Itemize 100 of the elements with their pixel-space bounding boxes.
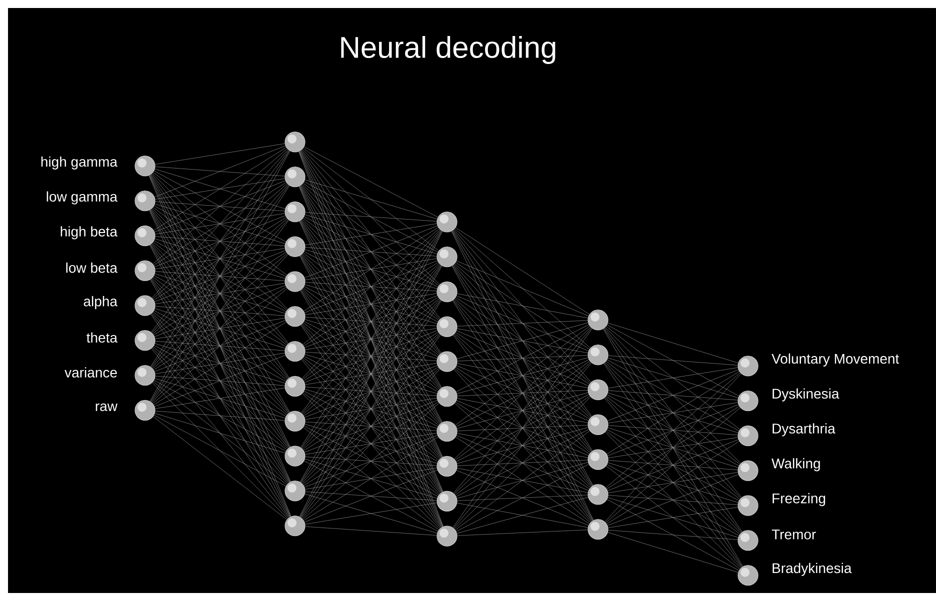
input-label: high beta — [60, 226, 118, 240]
connection-line — [151, 278, 289, 448]
connection-line — [303, 182, 439, 286]
connection-line — [456, 330, 589, 386]
connection-line — [154, 204, 286, 244]
connection-line — [304, 436, 438, 521]
connection-line — [456, 324, 589, 392]
connection-line — [456, 394, 589, 462]
connection-line — [454, 228, 590, 348]
connection-line — [608, 530, 738, 540]
connection-line — [154, 250, 286, 302]
connection-line — [304, 319, 438, 359]
connection-line — [304, 458, 438, 498]
connection-line — [606, 406, 740, 490]
connection-line — [152, 173, 288, 310]
input-label: theta — [86, 332, 118, 343]
neuron-sphere — [284, 410, 306, 432]
connection-line — [155, 306, 285, 316]
connection-line — [606, 372, 740, 488]
connection-line — [152, 183, 288, 300]
connection-line — [456, 294, 588, 318]
connection-line — [608, 390, 738, 400]
connection-line — [152, 312, 288, 449]
output-label: Voluntary Movement — [772, 353, 900, 366]
connection-line — [305, 212, 437, 222]
connection-line — [608, 367, 738, 388]
connection-line — [304, 424, 438, 464]
connection-line — [154, 285, 286, 337]
connection-line — [155, 410, 285, 421]
connection-line — [606, 464, 740, 536]
connection-line — [608, 392, 738, 433]
connection-line — [457, 460, 588, 466]
connection-line — [304, 295, 438, 348]
connection-line — [303, 288, 439, 390]
connection-line — [304, 460, 438, 532]
connection-line — [304, 251, 438, 322]
connection-line — [154, 168, 286, 209]
connection-line — [154, 170, 286, 242]
neuron-sphere — [284, 201, 306, 222]
connection-line — [152, 276, 288, 380]
connection-line — [152, 172, 288, 276]
input-label: low beta — [66, 262, 118, 273]
connection-line — [154, 415, 286, 486]
connection-line — [606, 371, 740, 454]
connection-line — [606, 394, 740, 466]
connection-line — [456, 497, 588, 534]
connection-line — [305, 468, 438, 490]
connection-line — [305, 328, 438, 350]
connection-line — [608, 497, 738, 538]
connection-line — [301, 184, 441, 354]
neuron-sphere — [284, 516, 306, 536]
output-label: Tremor — [772, 530, 816, 540]
connection-line — [304, 332, 438, 416]
connection-line — [456, 435, 589, 491]
connection-line — [452, 230, 592, 417]
connection-line — [456, 400, 589, 456]
connection-line — [303, 148, 439, 251]
neuron-sphere — [284, 446, 306, 466]
connection-line — [608, 322, 738, 364]
title: Neural decoding — [341, 36, 556, 64]
connection-line — [456, 464, 589, 532]
connection-line — [456, 260, 589, 316]
connection-line — [152, 312, 288, 416]
connection-line — [150, 314, 290, 518]
connection-line — [305, 526, 437, 536]
connection-line — [605, 362, 741, 498]
connection-line — [604, 363, 742, 568]
connection-line — [152, 148, 288, 264]
connection-line — [608, 532, 738, 573]
connection-line — [154, 238, 286, 279]
connection-line — [154, 322, 286, 405]
connection-line — [305, 247, 437, 256]
connection-line — [304, 330, 438, 383]
connection-line — [304, 400, 438, 452]
connection-line — [606, 361, 740, 465]
output-label: Dysarthria — [772, 423, 836, 436]
connection-line — [154, 310, 286, 382]
connection-line — [304, 354, 438, 394]
connection-line — [154, 146, 286, 198]
connection-line — [456, 322, 588, 360]
connection-line — [302, 393, 440, 530]
connection-line — [154, 217, 286, 300]
connection-line — [457, 494, 588, 501]
connection-line — [455, 227, 590, 315]
connection-line — [304, 390, 438, 462]
connection-line — [304, 284, 438, 324]
connection-line — [154, 354, 286, 407]
connection-line — [155, 248, 286, 270]
connection-line — [304, 366, 438, 451]
connection-line — [606, 466, 740, 570]
neuron-sphere — [436, 456, 458, 477]
connection-line — [608, 358, 738, 398]
neuron-sphere — [284, 166, 306, 188]
connection-line — [457, 320, 588, 326]
neuron-sphere — [436, 526, 458, 546]
connection-line — [608, 425, 738, 436]
connection-line — [456, 427, 588, 464]
connection-line — [152, 382, 288, 485]
connection-line — [304, 260, 438, 313]
connection-line — [154, 343, 286, 384]
